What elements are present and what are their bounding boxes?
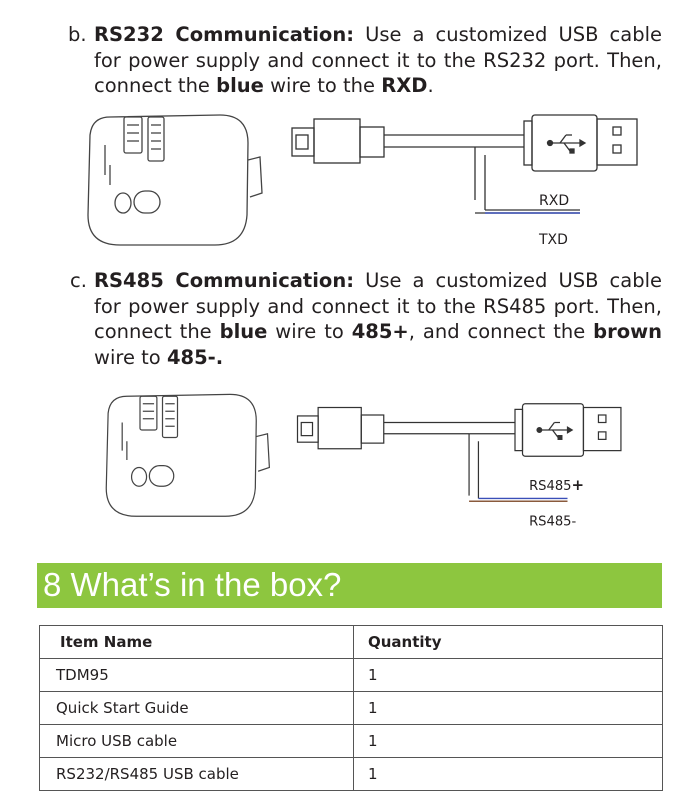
section-c-marker: c. — [70, 269, 87, 292]
quantity-cell: 1 — [353, 724, 663, 758]
rs232-wiring-diagram: RXD TXD — [87, 114, 638, 248]
section-b-bold-rxd: RXD — [381, 74, 428, 97]
column-header-quantity: Quantity — [353, 625, 663, 659]
wire-label-rs485-minus: RS485- — [529, 515, 576, 530]
usb-cable — [296, 403, 622, 499]
wire-label-plus-sign: + — [572, 476, 585, 494]
table-row: TDM95 1 — [39, 658, 663, 692]
section-b-text-2: wire to the — [263, 74, 382, 97]
table-row: RS232/RS485 USB cable 1 — [39, 757, 663, 791]
item-name-cell: RS232/RS485 USB cable — [39, 757, 354, 791]
section-b-paragraph: RS232 Communication: Use a customized US… — [94, 22, 662, 99]
wire-label-txd: TXD — [538, 232, 568, 248]
section-c-heading: RS485 Communication: — [94, 269, 355, 292]
section-c-text-4: wire to — [94, 345, 167, 369]
table-header-row: Item Name Quantity — [39, 625, 663, 659]
section-banner: 8 What’s in the box? — [37, 563, 662, 608]
usb-icon — [546, 134, 587, 154]
usb-icon — [536, 421, 574, 440]
wire-label-rs485-plus-text: RS485 — [529, 479, 571, 494]
section-c-text-1: Use a customized USB cable for power sup… — [94, 269, 663, 343]
table-row: Micro USB cable 1 — [39, 724, 663, 758]
quantity-cell: 1 — [353, 757, 663, 791]
quantity-cell: 1 — [353, 691, 663, 725]
item-name-cell: TDM95 — [39, 658, 354, 692]
wire-label-rs485-plus: RS485+ — [529, 476, 584, 494]
rs485-wiring-diagram: RS485+ RS485- — [105, 393, 622, 530]
section-title: 8 What’s in the box? — [43, 566, 342, 603]
section-b-text-3: . — [427, 74, 434, 97]
item-name-cell: Micro USB cable — [39, 724, 354, 758]
section-c-paragraph: RS485 Communication: Use a customized US… — [94, 268, 662, 370]
table-row: Quick Start Guide 1 — [39, 691, 663, 725]
item-name-cell: Quick Start Guide — [39, 691, 354, 725]
device-illustration — [105, 393, 271, 517]
section-c-text-3: , and connect the — [408, 320, 594, 343]
section-c-bold-485-plus: 485+ — [351, 320, 409, 343]
quantity-cell: 1 — [353, 658, 663, 692]
section-b-marker: b. — [68, 23, 87, 46]
section-c-text-2: wire to — [267, 320, 352, 343]
section-c-bold-blue: blue — [219, 320, 268, 343]
section-b-bold-blue: blue — [216, 74, 264, 97]
section-b-heading: RS232 Communication: — [94, 23, 355, 46]
wire-label-rxd: RXD — [539, 193, 569, 209]
box-contents-table: Item Name Quantity TDM95 1 Quick Start G… — [39, 625, 663, 791]
column-header-item-name: Item Name — [39, 625, 354, 659]
section-c-bold-485-minus: 485-. — [166, 345, 224, 369]
section-c-bold-brown: brown — [593, 320, 662, 343]
usb-cable — [291, 114, 638, 214]
section-b-text-1: Use a customized USB cable for power sup… — [94, 23, 663, 97]
device-illustration — [87, 114, 263, 246]
